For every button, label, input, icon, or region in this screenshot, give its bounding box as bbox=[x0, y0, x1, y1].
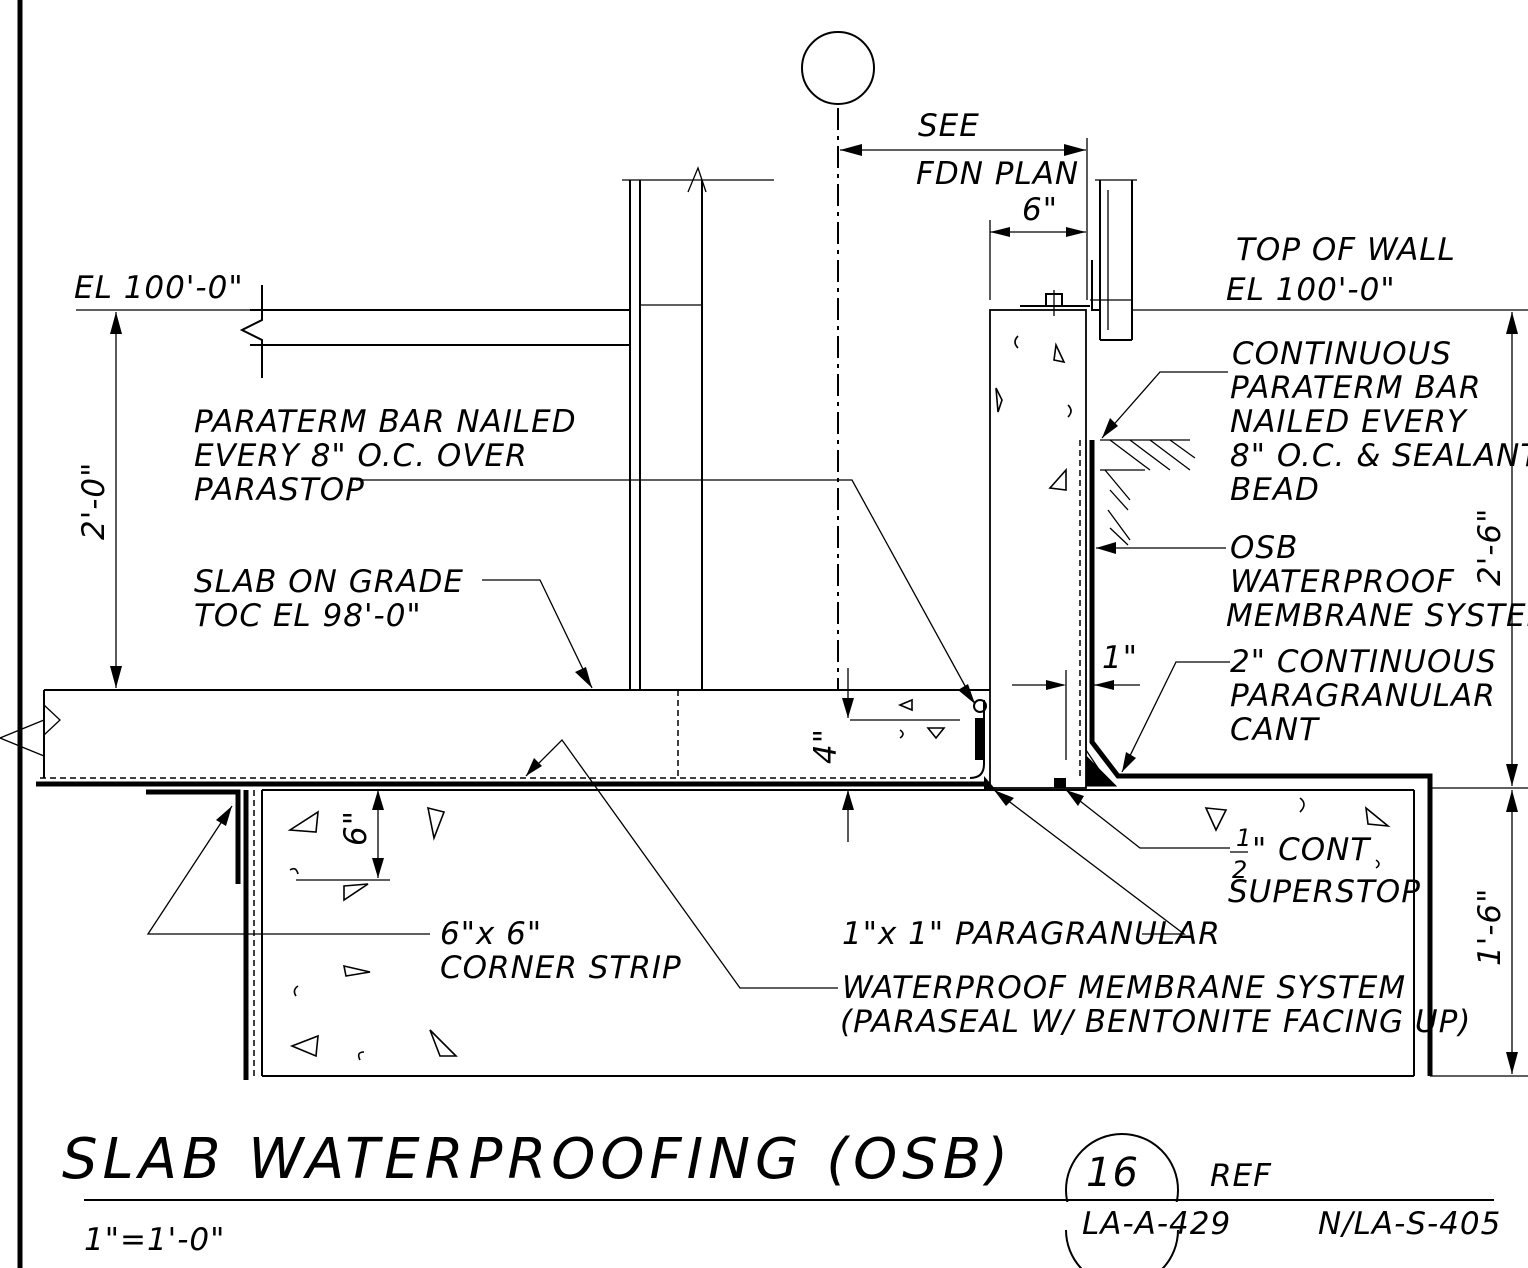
membrane-label: (PARASEAL W/ BENTONITE FACING UP) bbox=[840, 1004, 1471, 1040]
superstop-label: 1 bbox=[1236, 824, 1252, 852]
dim-label: 1" bbox=[1102, 640, 1138, 676]
osb-label: MEMBRANE SYSTEM bbox=[1226, 598, 1528, 634]
ref-label: REF bbox=[1210, 1158, 1272, 1194]
paraterm-detail bbox=[973, 699, 996, 790]
grid-bubble bbox=[801, 31, 875, 105]
osb-membrane bbox=[1089, 440, 1433, 1076]
superstop bbox=[1054, 778, 1066, 788]
superstop-label: SUPERSTOP bbox=[1228, 874, 1421, 910]
slab-on-grade bbox=[43, 689, 990, 778]
paraterm-label: PARASTOP bbox=[194, 472, 365, 508]
sheet-ref: LA-A-429 bbox=[1082, 1206, 1231, 1242]
membrane-label: WATERPROOF MEMBRANE SYSTEM bbox=[842, 970, 1406, 1006]
drawing-title: SLAB WATERPROOFING (OSB) bbox=[62, 1127, 1013, 1192]
arrowhead bbox=[1064, 144, 1086, 156]
corner-strip-label: 6"x 6" bbox=[440, 916, 542, 952]
dim-label: 6" bbox=[1022, 192, 1058, 228]
arrowhead bbox=[1094, 680, 1114, 690]
arrowhead bbox=[1066, 227, 1086, 237]
arrowhead bbox=[1506, 1052, 1518, 1074]
see-fdn-label: FDN PLAN bbox=[916, 156, 1079, 192]
concrete-aggregate bbox=[995, 335, 1072, 491]
ref-sheet: N/LA-S-405 bbox=[1318, 1206, 1501, 1242]
top-of-wall-label: TOP OF WALL bbox=[1236, 232, 1456, 268]
continuous-label: BEAD bbox=[1230, 472, 1320, 508]
arrowhead bbox=[1506, 790, 1518, 812]
arrowhead bbox=[110, 666, 122, 688]
leader-lines bbox=[146, 371, 1230, 989]
see-fdn-label: SEE bbox=[918, 108, 980, 144]
cant-label: 2" CONTINUOUS bbox=[1230, 644, 1497, 680]
elevation-label: EL 100'-0" bbox=[74, 270, 244, 306]
superstop-label: 2 bbox=[1232, 856, 1248, 884]
continuous-label: PARATERM BAR bbox=[1230, 370, 1482, 406]
arrowhead bbox=[842, 790, 854, 810]
paraterm-label: EVERY 8" O.C. OVER bbox=[194, 438, 528, 474]
paraterm-label: PARATERM BAR NAILED bbox=[194, 404, 577, 440]
arrowhead bbox=[110, 312, 122, 334]
break-symbol bbox=[0, 719, 45, 757]
cant-label: CANT bbox=[1230, 712, 1320, 748]
upper-floor-slab bbox=[76, 285, 630, 378]
arrowhead bbox=[372, 858, 384, 878]
arrowhead bbox=[372, 790, 384, 810]
paragranular-cant bbox=[1085, 754, 1118, 787]
continuous-label: 8" O.C. & SEALANT bbox=[1230, 438, 1528, 474]
osb-label: OSB bbox=[1230, 530, 1298, 566]
wall-framing-upper bbox=[1091, 179, 1137, 341]
arrowhead bbox=[1506, 764, 1518, 786]
corner-strip-label: CORNER STRIP bbox=[440, 950, 682, 986]
steel-stud-wall bbox=[622, 166, 774, 690]
slab-aggregate bbox=[850, 698, 960, 740]
dim-label: 4" bbox=[808, 728, 844, 764]
paragranular-label: 1"x 1" PARAGRANULAR bbox=[842, 916, 1221, 952]
membrane-turnup bbox=[969, 700, 985, 779]
dim-label: 1'-6" bbox=[1472, 888, 1508, 966]
slab-label: SLAB ON GRADE bbox=[194, 564, 464, 600]
slab-label: TOC EL 98'-0" bbox=[194, 598, 422, 634]
arrowhead bbox=[1046, 680, 1066, 690]
detail-bubble-lower bbox=[1065, 1229, 1179, 1268]
cant-label: PARAGRANULAR bbox=[1230, 678, 1496, 714]
superstop-label: " CONT bbox=[1252, 832, 1371, 868]
arrowhead bbox=[990, 227, 1010, 237]
drawing-scale: 1"=1'-0" bbox=[84, 1222, 225, 1258]
bubble-mask bbox=[1058, 1202, 1188, 1262]
arrowhead bbox=[1506, 312, 1518, 334]
anchor-bolt bbox=[1020, 290, 1090, 316]
continuous-label: NAILED EVERY bbox=[1230, 404, 1468, 440]
arrowhead bbox=[840, 144, 862, 156]
dim-label: 2'-6" bbox=[1472, 508, 1508, 586]
detail-number: 16 bbox=[1086, 1150, 1139, 1196]
footing bbox=[146, 789, 1415, 1080]
dim-label: 6" bbox=[338, 810, 374, 846]
earth-hatch bbox=[1100, 439, 1196, 546]
footing-aggregate bbox=[287, 797, 1391, 1061]
dim-label: 2'-0" bbox=[76, 462, 112, 540]
continuous-label: CONTINUOUS bbox=[1232, 336, 1452, 372]
arrowhead bbox=[842, 698, 854, 718]
osb-label: WATERPROOF bbox=[1230, 564, 1455, 600]
top-of-wall-label: EL 100'-0" bbox=[1226, 272, 1396, 308]
concrete-wall bbox=[989, 309, 1087, 789]
